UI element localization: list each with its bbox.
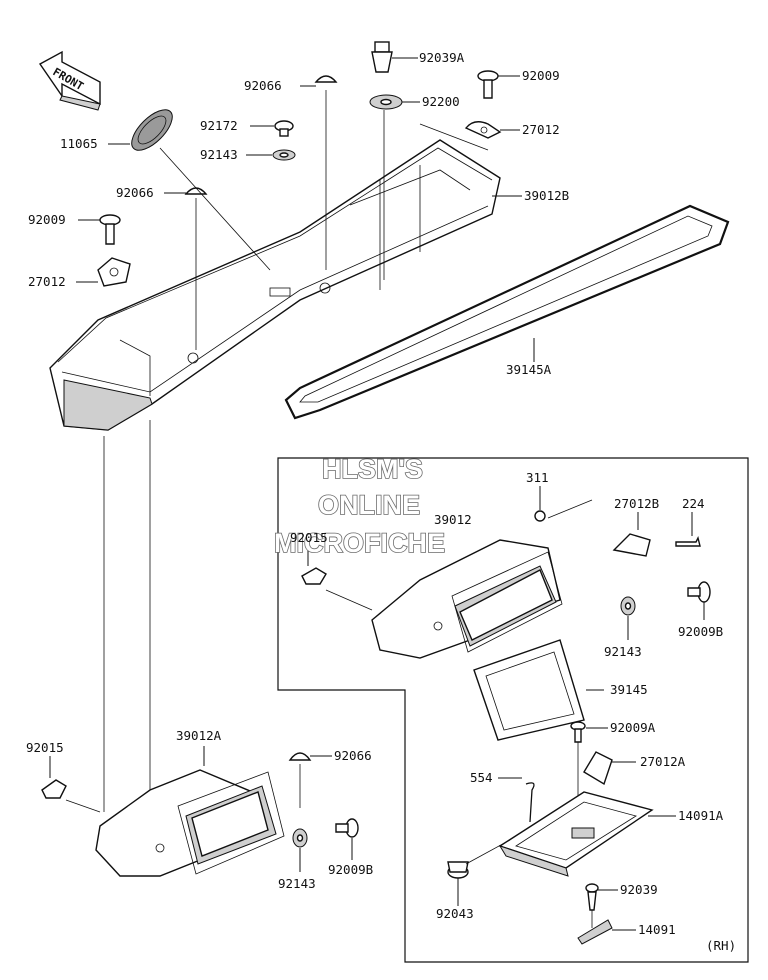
label-11065: 11065: [60, 136, 98, 151]
screw-92009-top: [477, 70, 520, 99]
screw-224: [675, 512, 701, 547]
grommet-92066-mid: [164, 187, 208, 350]
label-554: 554: [470, 770, 493, 785]
label-224: 224: [682, 496, 705, 511]
label-311: 311: [526, 470, 549, 485]
bolt-92172: [250, 120, 294, 137]
label-39012B: 39012B: [524, 188, 569, 203]
cap-11065: [108, 109, 173, 151]
label-92066-mid: 92066: [116, 185, 154, 200]
grommet-92066-bottom: [288, 752, 332, 808]
part-labels: 92039A 92009 92066 92200 92172 27012 110…: [26, 50, 736, 953]
label-92009B-inset: 92009B: [678, 624, 723, 639]
label-14091: 14091: [638, 922, 676, 937]
watermark-line-2: ONLINE: [318, 490, 420, 520]
bracket-27012-top: [464, 121, 520, 139]
label-92043: 92043: [436, 906, 474, 921]
screw-92009B-bottom: [335, 818, 359, 860]
washer-92143-bottom: [292, 828, 308, 872]
bracket-27012A: [583, 751, 636, 786]
label-92143-bottom: 92143: [278, 876, 316, 891]
label-92066-top: 92066: [244, 78, 282, 93]
clip-92039A: [371, 41, 418, 73]
grommet-92066-top: [300, 75, 338, 270]
pin-92043: [447, 839, 511, 906]
label-39012A: 39012A: [176, 728, 222, 743]
label-92009-left: 92009: [28, 212, 66, 227]
pin-554: [498, 777, 535, 823]
label-92143-top: 92143: [200, 147, 238, 162]
label-92015-bottom: 92015: [26, 740, 64, 755]
label-39145A: 39145A: [506, 362, 552, 377]
washer-92200: [369, 94, 420, 280]
washer-92143-top: [246, 149, 296, 161]
label-14091A: 14091A: [678, 808, 724, 823]
inset-side-note: (RH): [706, 938, 736, 953]
screw-92009-left: [78, 214, 121, 245]
lower-case-39012A: [95, 746, 285, 877]
label-92009B-bottom: 92009B: [328, 862, 373, 877]
label-92066-bottom: 92066: [334, 748, 372, 763]
latch-14091: [577, 910, 636, 945]
label-92143-inset: 92143: [604, 644, 642, 659]
label-39012: 39012: [434, 512, 472, 527]
bracket-27012-left: [76, 257, 131, 287]
front-arrow-badge: FRONT: [38, 50, 101, 111]
rivet-92039: [585, 883, 618, 911]
label-27012A: 27012A: [640, 754, 686, 769]
screw-92009A: [570, 721, 608, 836]
label-92200: 92200: [422, 94, 460, 109]
gasket-39145A: [284, 204, 730, 420]
main-case-39012B: [49, 139, 501, 431]
bracket-27012B: [612, 512, 651, 557]
inset-frame: [277, 457, 749, 963]
label-92039A: 92039A: [419, 50, 465, 65]
watermark-line-3: MICROFICHE: [274, 528, 445, 558]
label-27012-top: 27012: [522, 122, 560, 137]
gasket-39145: [473, 639, 604, 741]
washer-92143-inset: [620, 596, 636, 640]
screw-92009B-inset: [687, 581, 711, 620]
label-92009A: 92009A: [610, 720, 656, 735]
nut-92015-inset: [301, 546, 373, 611]
label-92172: 92172: [200, 118, 238, 133]
label-39145: 39145: [610, 682, 648, 697]
watermark-line-1: HLSM'S: [322, 454, 423, 484]
label-27012-left: 27012: [28, 274, 66, 289]
label-92009-top: 92009: [522, 68, 560, 83]
label-27012B: 27012B: [614, 496, 659, 511]
nut-92015-bottom: [41, 756, 101, 813]
inset-case-39012: [371, 539, 563, 659]
label-92015-inset: 92015: [290, 530, 328, 545]
nut-311: [534, 486, 593, 522]
lid-14091A: [498, 791, 676, 877]
label-92039: 92039: [620, 882, 658, 897]
watermark: HLSM'S ONLINE MICROFICHE: [273, 453, 446, 559]
